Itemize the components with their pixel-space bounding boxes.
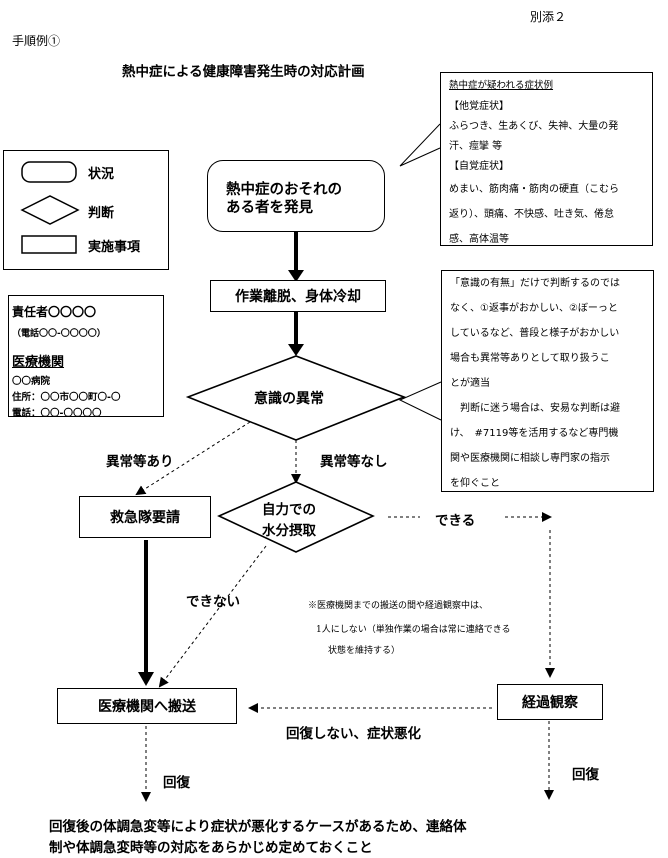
transport-note-line-3: 状態を維持する） (328, 646, 401, 656)
judgment-note-callout: 「意識の有無」だけで判断するのでは なく、①返事がおかしい、②ぼーっと している… (441, 270, 654, 492)
arrowhead-ambulance-to-transport (138, 672, 154, 686)
subjective-symptoms-line-3: 感、高体温等 (449, 234, 509, 245)
recover-right-label: 回復 (572, 767, 599, 783)
abnormal-yes-label: 異常等あり (106, 454, 174, 470)
judgment-note-line-9: を仰ぐこと (450, 478, 500, 489)
objective-symptoms-heading: 【他覚症状】 (449, 101, 509, 112)
judgment-note-line-8: 関や医療機関に相談し専門家の指示 (450, 453, 610, 464)
judgment-callout-pointer (398, 381, 442, 421)
observe-action: 経過観察 (497, 684, 603, 720)
hydration-line-1: 自力での (262, 502, 316, 518)
hospital-address: 住所：〇〇市〇〇町〇-〇 (12, 392, 121, 403)
subjective-symptoms-line-2: 返り）、頭痛、不快感、吐き気、倦怠 (449, 209, 614, 220)
consciousness-diamond (185, 355, 407, 441)
legend-situation-label: 状況 (88, 167, 115, 182)
footer-line-2: 制や体調急変時等の対応をあらかじめ定めておくこと (49, 840, 373, 856)
objective-symptoms-line-1: ふらつき、生あくび、失神、大量の発 (449, 121, 619, 132)
subjective-symptoms-line-1: めまい、筋肉痛・筋肉の硬直（こむら (449, 184, 619, 195)
judgment-note-line-7: け、 #7119等を活用するなど専門機 (450, 428, 619, 439)
cannot-label: できない (186, 594, 240, 610)
hospital-name: 〇〇病院 (12, 376, 51, 387)
contact-box (8, 295, 164, 417)
hydration-line-2: 水分摂取 (262, 523, 316, 539)
footer-line-1: 回復後の体調急変等により症状が悪化するケースがあるため、連絡体 (49, 819, 467, 835)
subjective-symptoms-heading: 【自覚症状】 (449, 161, 509, 172)
annex-label: 別添２ (530, 10, 567, 24)
arrow-cannot-to-transport (158, 545, 267, 688)
hydration-diamond (217, 481, 375, 553)
procedure-example-label: 手順例① (12, 34, 61, 48)
judgment-note-line-5: とが適当 (450, 378, 490, 389)
page-title: 熱中症による健康障害発生時の対応計画 (122, 64, 365, 80)
judgment-note-line-4: 場合も異常等ありとして取り扱うこ (450, 353, 610, 364)
transport-action: 医療機関へ搬送 (57, 688, 237, 724)
legend-judgment-label: 判断 (88, 206, 115, 221)
ambulance-action: 救急隊要請 (79, 496, 211, 538)
legend-rounded-shape (21, 161, 77, 183)
legend-diamond-shape (20, 195, 80, 225)
discover-line-1: 熱中症のおそれの (226, 182, 342, 198)
responsible-phone: （電話〇〇-〇〇〇〇） (12, 329, 106, 339)
legend-rect-shape (21, 235, 77, 254)
judgment-note-line-6: 判断に迷う場合は、安易な判断は避 (450, 403, 620, 414)
judgment-note-line-3: しているなど、普段と様子がおかしい (450, 328, 620, 339)
medical-facility-heading: 医療機関 (12, 355, 65, 370)
cooling-action: 作業離脱、身体冷却 (210, 280, 386, 312)
judgment-note-line-1: 「意識の有無」だけで判断するのでは (450, 278, 620, 289)
consciousness-label: 意識の異常 (254, 391, 324, 407)
symptoms-heading: 熱中症が疑われる症状例 (449, 80, 554, 91)
discover-line-2: ある者を発見 (226, 200, 313, 216)
hospital-phone: 電話：〇〇-〇〇〇〇 (12, 408, 102, 419)
arrow-abnormal-to-ambulance (135, 421, 251, 496)
symptoms-callout-pointer (399, 123, 441, 167)
transport-note-line-1: ※医療機関までの搬送の間や経過観察中は、 (308, 601, 489, 611)
judgment-note-line-2: なく、①返事がおかしい、②ぼーっと (450, 303, 618, 314)
transport-note-line-2: 1人にしない（単独作業の場合は常に連絡できる (316, 625, 511, 635)
legend-box (3, 150, 169, 270)
arrowhead-cooling-to-consciousness (288, 344, 304, 356)
recover-left-label: 回復 (163, 775, 190, 791)
not-recover-label: 回復しない、症状悪化 (286, 726, 421, 742)
discover-node: 熱中症のおそれの ある者を発見 (207, 160, 385, 232)
abnormal-no-label: 異常等なし (320, 454, 388, 470)
symptoms-callout: 熱中症が疑われる症状例 【他覚症状】 ふらつき、生あくび、失神、大量の発 汗、痙… (440, 72, 653, 246)
arrowhead-discover-to-cooling (288, 270, 304, 282)
can-label: できる (435, 513, 476, 529)
legend-action-label: 実施事項 (88, 240, 141, 255)
objective-symptoms-line-2: 汗、痙攣 等 (449, 141, 503, 152)
responsible-person: 責任者〇〇〇〇 (12, 305, 97, 319)
